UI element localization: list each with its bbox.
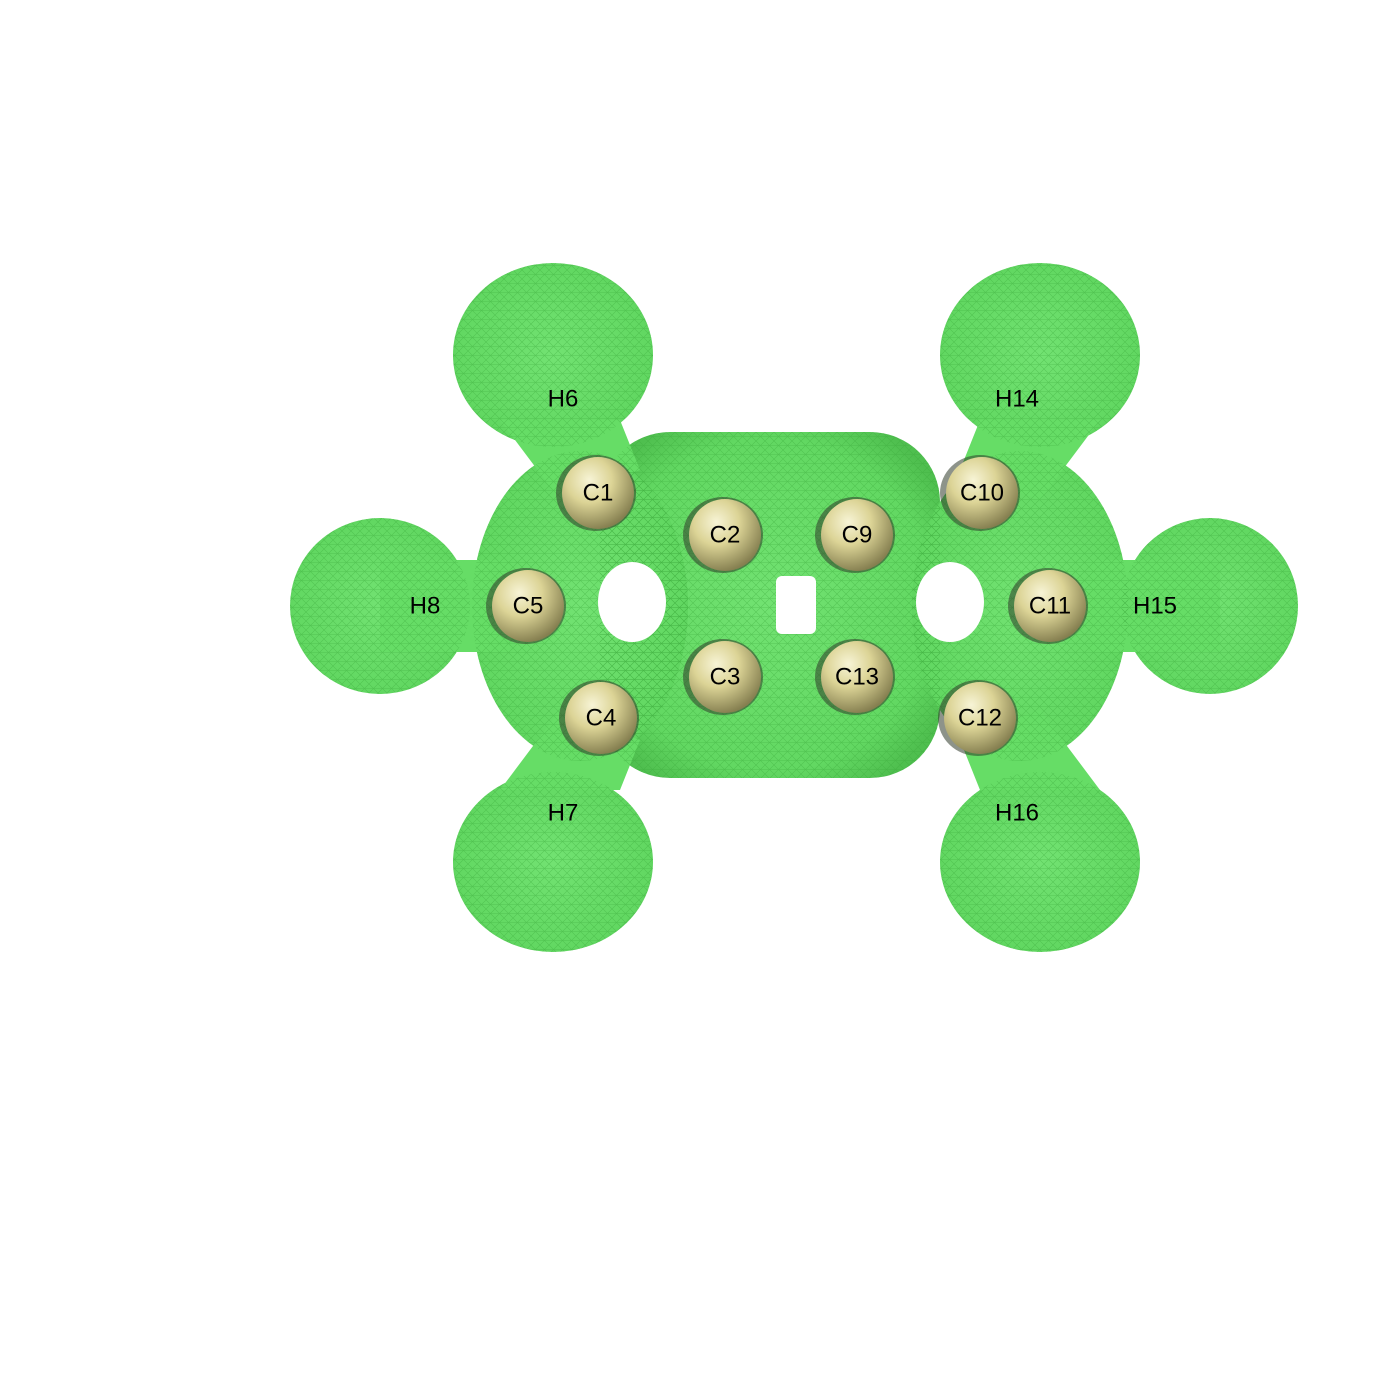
atom-label-c11: C11 <box>1029 593 1071 620</box>
central-ring-hole <box>776 576 816 634</box>
atom-label-h6: H6 <box>548 386 579 413</box>
atom-label-h14: H14 <box>995 386 1039 413</box>
atom-label-h16: H16 <box>995 800 1039 827</box>
atom-label-c2: C2 <box>710 522 741 549</box>
atom-sphere-c2 <box>689 499 761 571</box>
atom-label-h8: H8 <box>410 593 441 620</box>
atom-label-c3: C3 <box>710 664 741 691</box>
atom-label-c5: C5 <box>513 593 544 620</box>
atom-sphere-c1 <box>562 457 634 529</box>
atom-sphere-c9 <box>821 499 893 571</box>
atom-label-c12: C12 <box>958 705 1002 732</box>
left-ring-hole <box>598 562 666 642</box>
atom-label-c1: C1 <box>583 480 614 507</box>
carbon-atom-spheres <box>486 455 1088 756</box>
atom-sphere-c13 <box>821 641 893 713</box>
atom-sphere-c10 <box>946 457 1018 529</box>
atom-label-c9: C9 <box>842 522 873 549</box>
atom-label-h15: H15 <box>1133 593 1177 620</box>
atom-sphere-c12 <box>944 682 1016 754</box>
atom-label-c13: C13 <box>835 664 879 691</box>
atom-label-h7: H7 <box>548 800 579 827</box>
atom-label-c4: C4 <box>586 705 617 732</box>
right-ring-hole <box>916 562 984 642</box>
atom-sphere-c4 <box>565 682 637 754</box>
atom-sphere-c3 <box>689 641 761 713</box>
atom-sphere-c5 <box>492 570 564 642</box>
atom-label-c10: C10 <box>960 480 1004 507</box>
ring-holes <box>598 562 984 642</box>
atom-sphere-c11 <box>1014 570 1086 642</box>
